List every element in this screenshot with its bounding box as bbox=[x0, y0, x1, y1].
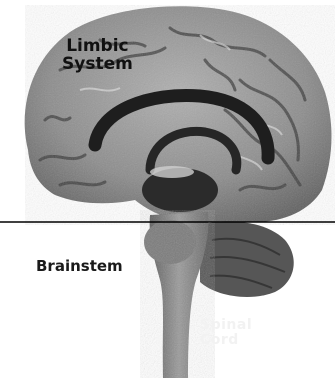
brainstem-label: Brainstem bbox=[36, 259, 123, 275]
spinal-cord-label: Spinal Cord bbox=[200, 318, 252, 347]
thalamus-highlight bbox=[150, 166, 194, 178]
limbic-label-line2: System bbox=[62, 56, 133, 74]
spinal-label-line2: Cord bbox=[200, 333, 252, 348]
spinal-label-line1: Spinal bbox=[200, 318, 252, 333]
limbic-system-label: Limbic System bbox=[62, 38, 133, 74]
stem-grain bbox=[140, 210, 215, 378]
